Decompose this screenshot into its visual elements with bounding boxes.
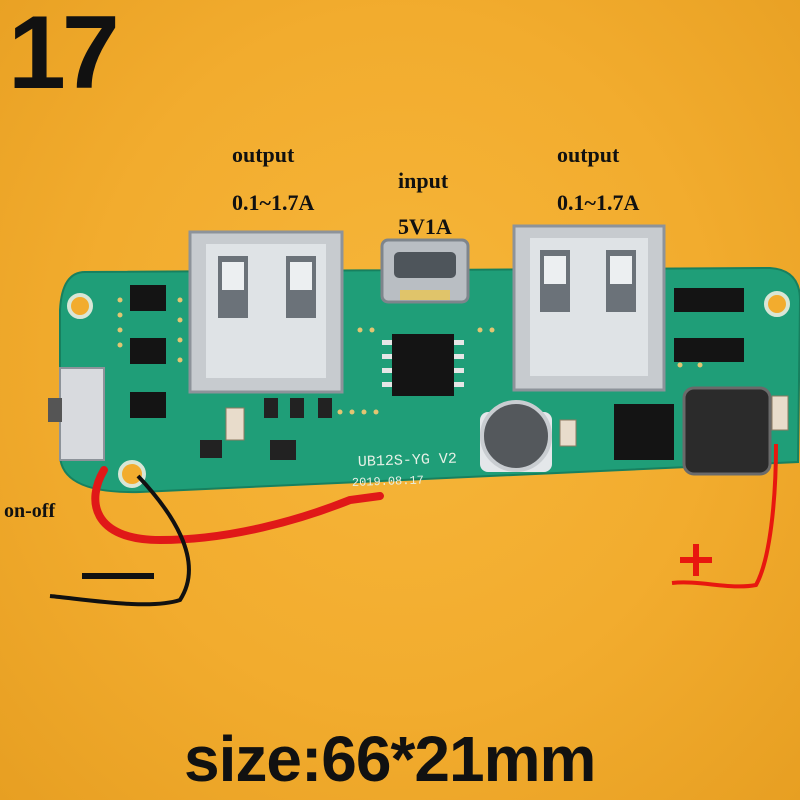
- product-number: 17: [8, 0, 120, 111]
- ic-u3: [392, 334, 454, 396]
- usb-a-port-right: [512, 224, 666, 392]
- svg-text:UB12S-YG V2: UB12S-YG V2: [358, 451, 458, 471]
- diode-d1: [674, 288, 744, 312]
- black-wire-drawn: [49, 474, 191, 607]
- size-caption: size:66*21mm: [184, 723, 596, 795]
- usb-a-port-left: [188, 230, 344, 394]
- inductor-3r3: [682, 386, 772, 476]
- plus-sign: [680, 544, 712, 576]
- output-left-label: output: [232, 142, 295, 167]
- micro-usb-port: [380, 238, 470, 304]
- red-wire: [91, 466, 384, 545]
- output-right-current: 0.1~1.7A: [557, 190, 640, 215]
- transistor-left-3: [130, 392, 166, 418]
- mounting-hole-left: [67, 293, 93, 319]
- transistor-left-1: [130, 285, 166, 311]
- switch-label: on-off: [4, 500, 56, 522]
- mounting-hole-bottom: [118, 460, 146, 488]
- slide-switch: [48, 367, 105, 461]
- input-label: input: [398, 168, 449, 193]
- diode-d2: [674, 338, 744, 362]
- transistor-left-2: [130, 338, 166, 364]
- ic-mosfet-right: [614, 404, 674, 460]
- svg-text:2019.08.17: 2019.08.17: [352, 473, 424, 490]
- output-right-label: output: [557, 142, 620, 167]
- input-rating: 5V1A: [398, 214, 452, 239]
- output-left-current: 0.1~1.7A: [232, 190, 315, 215]
- electrolytic-capacitor: [480, 400, 552, 472]
- red-wire-drawn: [671, 443, 778, 589]
- mounting-hole-right: [764, 291, 790, 317]
